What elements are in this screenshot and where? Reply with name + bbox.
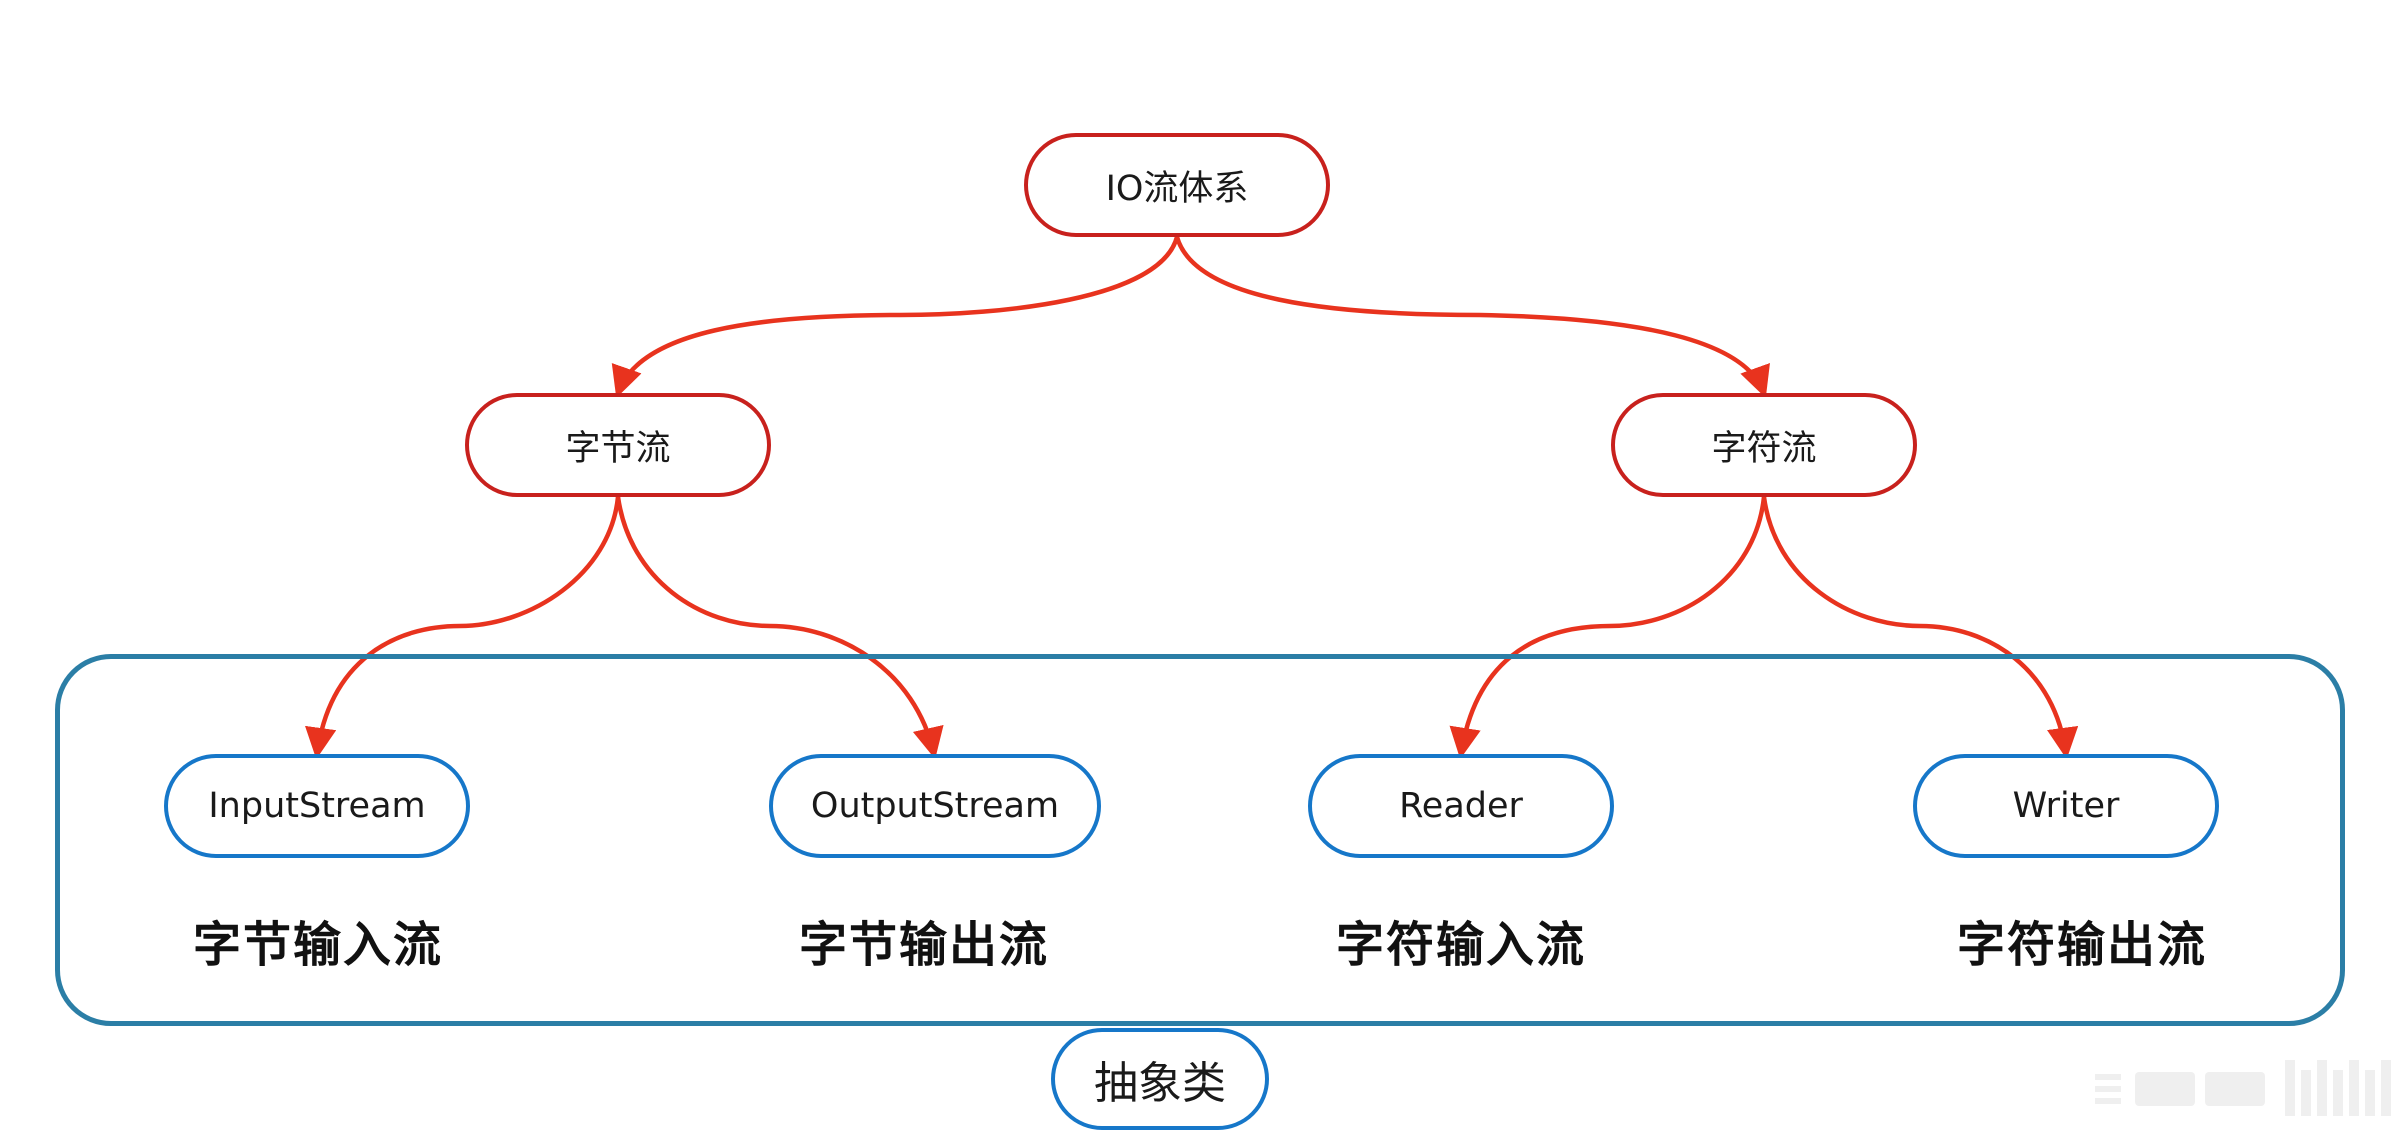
inputstream-description: 字节输入流 [192,917,443,973]
edge-char-to-writer [1761,496,2079,760]
outputstream-description: 字节输出流 [798,917,1049,973]
inputstream-label: InputStream [208,786,426,826]
byte-stream-node: 字节流 [465,393,771,497]
writer-node: Writer [1913,754,2219,858]
edge-root-to-char-stream [1174,236,1770,398]
root-node: IO流体系 [1024,133,1330,237]
reader-label: Reader [1399,786,1523,826]
edge-byte-to-inputstream [305,496,621,760]
watermark-logo [2095,1052,2395,1133]
edge-root-to-byte-stream [611,236,1180,398]
root-node-label: IO流体系 [1105,168,1249,209]
abstract-class-label: 抽象类 [1051,1028,1269,1130]
abstract-class-label-text: 抽象类 [1094,1058,1226,1109]
edge-byte-to-outputstream [615,496,944,760]
writer-description: 字符输出流 [1956,917,2207,973]
char-stream-label: 字符流 [1711,428,1817,469]
writer-label: Writer [2012,786,2120,826]
outputstream-node: OutputStream [769,754,1101,858]
reader-description: 字符输入流 [1335,917,1586,973]
edge-char-to-reader [1449,496,1767,760]
char-stream-node: 字符流 [1611,393,1917,497]
reader-node: Reader [1308,754,1614,858]
watermark-mark-icon [2095,1060,2391,1116]
outputstream-label: OutputStream [810,786,1060,826]
inputstream-node: InputStream [164,754,470,858]
abstract-class-group-box [55,654,2345,1026]
byte-stream-label: 字节流 [565,428,671,469]
